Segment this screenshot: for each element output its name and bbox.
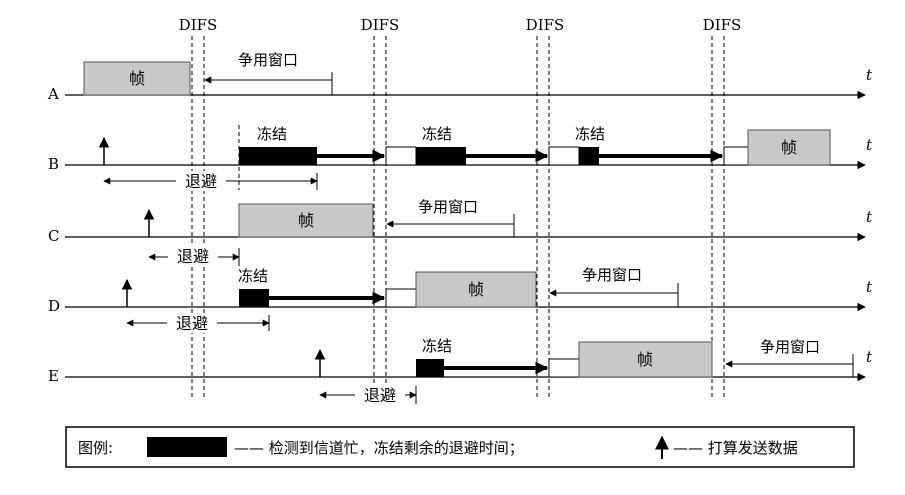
frame-label-d: 帧 — [468, 280, 484, 299]
station-e-row: E t 冻结 帧 争用窗口 退避 — [48, 337, 873, 405]
station-label-d: D — [48, 297, 60, 315]
time-axis-b: t — [866, 136, 873, 154]
legend: 图例: —— 检测到信道忙，冻结剩余的退避时间； —— 打算发送数据 — [65, 426, 855, 468]
frame-c — [238, 203, 374, 238]
station-c-row: C t 帧 争用窗口 退避 — [48, 198, 873, 266]
legend-busy-desc: —— 检测到信道忙，冻结剩余的退避时间； — [234, 439, 524, 457]
station-a-row: A t 帧 争用窗口 — [47, 51, 873, 103]
legend-arrow-desc: —— 打算发送数据 — [673, 439, 798, 457]
station-b-row: B t 冻结 冻结 冻结 帧 退避 — [48, 125, 873, 191]
frame-label-a: 帧 — [129, 69, 145, 88]
difs-label-1: DIFS — [179, 16, 218, 34]
frame-d — [415, 271, 537, 308]
contention-label-c: 争用窗口 — [418, 198, 478, 216]
frame-label-e: 帧 — [637, 350, 653, 369]
busy-block-b3 — [579, 147, 599, 165]
busy-block-e — [416, 359, 444, 377]
station-d-row: D t 冻结 帧 争用窗口 退避 — [48, 266, 873, 333]
difs-label-3: DIFS — [526, 16, 565, 34]
busy-block-b2 — [416, 147, 466, 165]
busy-block-d — [239, 289, 269, 307]
time-axis-a: t — [866, 66, 873, 84]
freeze-label-d: 冻结 — [238, 267, 268, 285]
difs-label-4: DIFS — [703, 16, 742, 34]
busy-block-b1 — [239, 147, 317, 165]
time-axis-c: t — [866, 208, 873, 226]
contention-label-d: 争用窗口 — [582, 266, 642, 284]
backoff-label-d: 退避 — [176, 314, 208, 333]
contention-label-e: 争用窗口 — [760, 338, 820, 356]
backoff-label-c: 退避 — [177, 247, 209, 266]
freeze-label-b1: 冻结 — [257, 125, 287, 143]
station-label-a: A — [47, 85, 59, 103]
backoff-label-e: 退避 — [364, 386, 396, 405]
difs-guides — [191, 36, 725, 400]
station-label-b: B — [48, 155, 59, 173]
freeze-label-b2: 冻结 — [422, 125, 452, 143]
station-label-c: C — [48, 227, 59, 245]
freeze-label-e: 冻结 — [422, 337, 452, 355]
freeze-label-b3: 冻结 — [575, 125, 605, 143]
frame-a — [83, 61, 191, 96]
frame-label-c: 帧 — [298, 211, 314, 230]
frame-e — [578, 341, 713, 378]
time-axis-e: t — [866, 348, 873, 366]
contention-label-a: 争用窗口 — [238, 51, 298, 69]
frame-b — [747, 129, 831, 166]
backoff-label-b: 退避 — [185, 172, 217, 191]
legend-busy-swatch — [147, 437, 227, 457]
difs-label-2: DIFS — [361, 16, 400, 34]
time-axis-d: t — [866, 278, 873, 296]
station-label-e: E — [48, 367, 59, 385]
frame-label-b: 帧 — [781, 138, 797, 157]
legend-title: 图例: — [78, 439, 113, 457]
